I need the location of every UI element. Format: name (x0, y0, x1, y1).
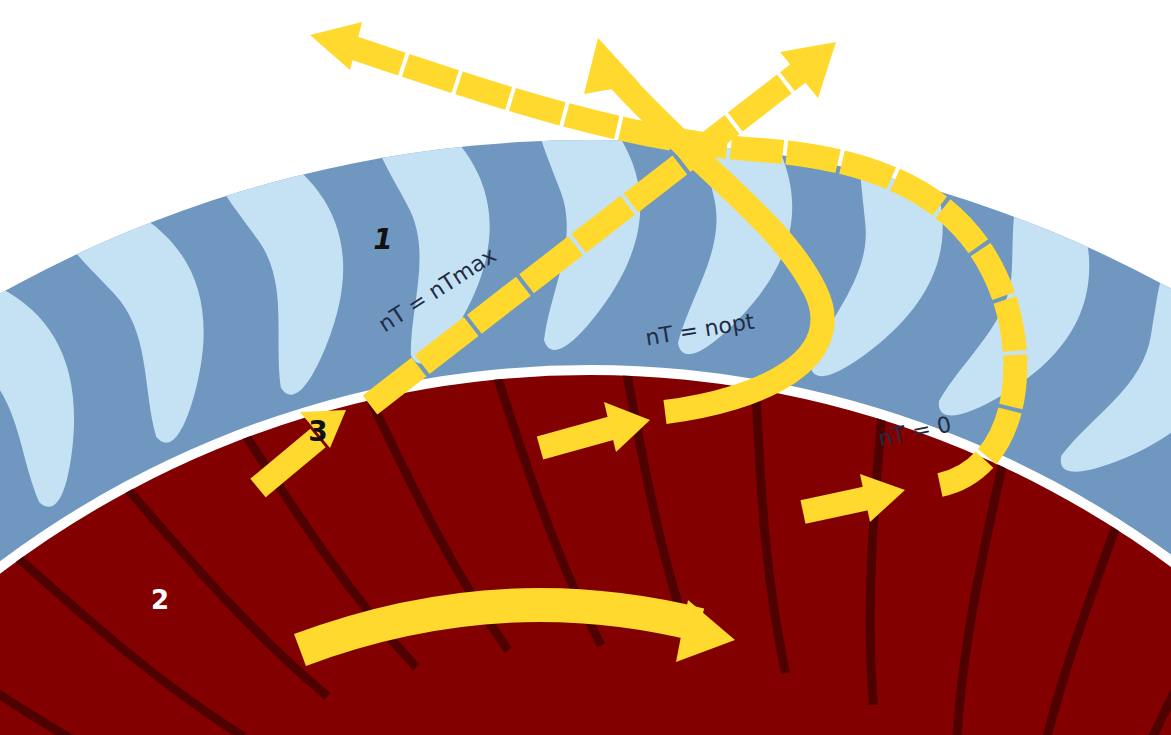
pump-vane (1040, 592, 1171, 735)
callout-number: 3 (308, 418, 327, 446)
inflow-arrow (540, 428, 612, 448)
arrowheads (300, 22, 905, 662)
arrowhead (676, 600, 735, 662)
pump-vane (884, 451, 1078, 735)
pump-vane (119, 441, 327, 734)
pump-vane (965, 514, 1171, 735)
arrowhead (584, 38, 640, 94)
arrowhead (860, 474, 905, 522)
callout-number: 1 (373, 226, 392, 254)
arrowhead (604, 402, 650, 452)
arrowhead (780, 42, 836, 98)
callout-number: 2 (151, 587, 169, 613)
pump-vanes (0, 357, 1171, 735)
turbine-blade (1050, 245, 1171, 513)
arrowhead (300, 410, 346, 448)
pump-vane (797, 404, 959, 705)
pump-vane (1107, 682, 1171, 735)
turbine-blade (57, 178, 249, 449)
flow-paths (258, 45, 1015, 650)
pump-vane (707, 374, 834, 673)
pump-vane (0, 578, 165, 735)
rotation-arrow (300, 605, 700, 650)
flow-path-zero (345, 45, 1015, 485)
pump-vane (8, 502, 243, 735)
arrowhead (310, 22, 362, 70)
inflow-arrow (803, 498, 868, 512)
turbine-blade (211, 131, 376, 399)
